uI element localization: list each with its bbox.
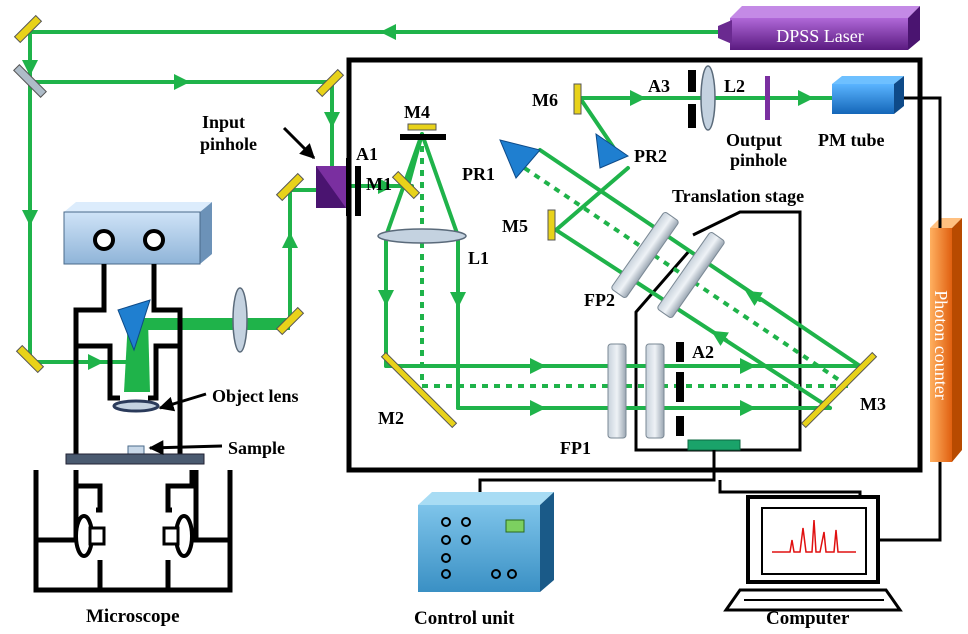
fp2-plates (611, 212, 725, 318)
mirror-right-small (275, 306, 305, 336)
label-m1: M1 (366, 174, 392, 194)
photon-counter: Photon counter (930, 218, 962, 462)
wires (478, 96, 942, 542)
label-m6: M6 (532, 90, 558, 110)
sample (127, 445, 145, 455)
prism-pr1 (499, 139, 541, 179)
mirrors (13, 14, 878, 429)
mirror-top-left (13, 14, 43, 44)
spectrometer-enclosure (346, 57, 923, 473)
translation-stage-outline (634, 210, 802, 452)
label-m4: M4 (404, 102, 430, 122)
sample-arrow (148, 440, 223, 456)
stage-detector (687, 439, 741, 451)
spectrum-trace (772, 519, 856, 553)
label-fp1: FP1 (560, 438, 591, 458)
label-m3: M3 (860, 394, 886, 414)
mirror-top-mid (315, 68, 345, 98)
mirror-m2 (380, 351, 458, 429)
computer (723, 495, 903, 612)
lens-l2 (700, 65, 716, 131)
label-pm-tube: PM tube (818, 130, 885, 150)
mirror-m3 (800, 351, 878, 429)
label-l1: L1 (468, 248, 489, 268)
label-input-pinhole-1: Input (202, 112, 245, 132)
aperture-a2 (676, 342, 684, 436)
pm-tube (832, 76, 904, 114)
m4-aperture (400, 134, 446, 140)
input-pinhole-cube (316, 158, 351, 216)
lens-microscope (232, 287, 248, 353)
aperture-a3 (688, 70, 696, 128)
label-fp2: FP2 (584, 290, 615, 310)
eyepiece-right (143, 229, 165, 251)
objective-lens (112, 399, 160, 413)
mirror-m6 (573, 83, 582, 115)
mirror-left-small (275, 172, 305, 202)
control-unit (418, 492, 554, 592)
beam-splitter (13, 64, 47, 98)
output-pinhole (765, 76, 770, 120)
microscope-prism (117, 299, 151, 352)
label-pr1: PR1 (462, 164, 495, 184)
microscope-stage (65, 453, 205, 465)
mirror-m5 (547, 209, 556, 241)
prism-pr2 (595, 132, 630, 169)
label-l2: L2 (724, 76, 745, 96)
label-microscope: Microscope (86, 606, 180, 627)
mirror-m1 (391, 170, 421, 200)
label-a1: A1 (356, 144, 378, 164)
label-m2: M2 (378, 408, 404, 428)
label-m5: M5 (502, 216, 528, 236)
label-a3: A3 (648, 76, 670, 96)
laser-label: DPSS Laser (776, 26, 864, 46)
fp1-plates (607, 343, 665, 439)
label-pr2: PR2 (634, 146, 667, 166)
label-computer: Computer (766, 608, 850, 629)
label-translation-stage: Translation stage (672, 186, 804, 206)
label-object-lens: Object lens (212, 386, 298, 406)
mirror-m4 (407, 123, 437, 131)
aperture-a1 (355, 166, 361, 216)
label-a2: A2 (692, 342, 714, 362)
object-lens-arrow (158, 392, 207, 412)
mirror-bottom-left (15, 344, 45, 374)
label-sample: Sample (228, 438, 285, 458)
dpss-laser: DPSS Laser (718, 6, 920, 50)
label-control-unit: Control unit (414, 608, 515, 629)
microscope (33, 202, 233, 593)
label-output-pinhole-1: Output (726, 130, 782, 150)
label-input-pinhole-2: pinhole (200, 134, 257, 154)
label-output-pinhole-2: pinhole (730, 150, 787, 170)
lens-l1 (377, 228, 467, 244)
input-pinhole-arrow (282, 126, 316, 160)
photon-counter-label: Photon counter (931, 290, 951, 400)
eyepiece-left (93, 229, 115, 251)
